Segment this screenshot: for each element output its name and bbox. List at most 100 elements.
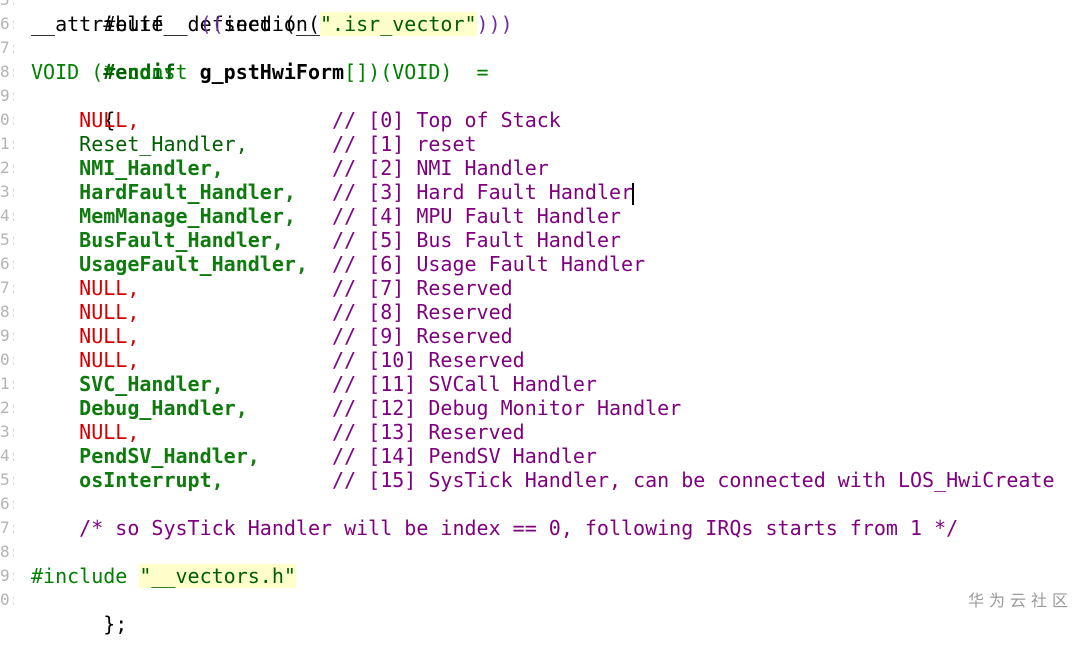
text-cursor [632, 182, 635, 205]
line-number: 7: [0, 38, 14, 57]
vector-entry: MemManage_Handler, // [4] MPU Fault Hand… [31, 204, 1085, 228]
line-number-gutter: 5: 6: 7: 8: 9: 0: 1: 2: 3: 4: 5: 6: 7: 8: 9: 0: 1: 2: 3: 4:… [0, 0, 14, 638]
vector-entry: UsageFault_Handler, // [6] Usage Fault H… [31, 252, 1085, 276]
line-number: 9: [0, 86, 14, 105]
vector-handler-name: NULL, [79, 420, 140, 444]
line-number: 7: [0, 278, 14, 297]
vector-entry: NULL, // [0] Top of Stack [31, 108, 1085, 132]
vector-comment: // [9] Reserved [332, 324, 513, 348]
line-number: 0: [0, 590, 14, 609]
line-number: 2: [0, 158, 14, 177]
vector-comment: // [3] Hard Fault Handler [332, 180, 634, 204]
vector-handler-name: NULL, [79, 348, 140, 372]
line-number: 4: [0, 206, 14, 225]
vector-comment: // [2] NMI Handler [332, 156, 549, 180]
line-number: 5: [0, 0, 14, 12]
vector-entry: NMI_Handler, // [2] NMI Handler [31, 156, 1085, 180]
vector-handler-name: NULL, [79, 108, 140, 132]
line-number: 6: [0, 254, 14, 273]
vector-handler-name: Reset_Handler, [79, 132, 248, 156]
line-number: 1: [0, 374, 14, 393]
attribute-keyword: __attribute__ [31, 12, 188, 36]
code-line-close-brace: }; [31, 588, 1085, 636]
code-line-include: #include "__vectors.h" [31, 564, 1085, 588]
line-number: 7: [0, 518, 14, 537]
line-number: 2: [0, 398, 14, 417]
vector-entry: Reset_Handler, // [1] reset [31, 132, 1085, 156]
code-line-open-brace: { [31, 84, 1085, 132]
code-line-block-comment: /* so SysTick Handler will be index == 0… [31, 516, 1085, 540]
vector-handler-name: UsageFault_Handler, [79, 252, 308, 276]
vector-comment: // [13] Reserved [332, 420, 525, 444]
vector-entry: osInterrupt, // [15] SysTick Handler, ca… [31, 468, 1085, 492]
code-area[interactable]: #elif defined (__GNUC__) __attribute__ (… [31, 0, 1085, 636]
decl-mid: (* const [79, 60, 200, 84]
line-number: 8: [0, 62, 14, 81]
decl-type: VOID [31, 60, 80, 84]
line-number: 9: [0, 326, 14, 345]
line-number: 0: [0, 350, 14, 369]
vector-handler-name: NULL, [79, 324, 140, 348]
vector-handler-name: NULL, [79, 276, 140, 300]
vector-entry: NULL, // [13] Reserved [31, 420, 1085, 444]
vector-entry: NULL, // [10] Reserved [31, 348, 1085, 372]
line-number: 9: [0, 566, 14, 585]
section-string: ".isr_vector" [320, 12, 477, 36]
vector-handler-name: NMI_Handler, [79, 156, 224, 180]
line-number: 5: [0, 230, 14, 249]
close-brace: }; [103, 612, 128, 636]
vector-handler-name: Debug_Handler, [79, 396, 248, 420]
vector-comment: // [1] reset [332, 132, 477, 156]
decl-tail: [])(VOID) = [344, 60, 489, 84]
vector-handler-name: BusFault_Handler, [79, 228, 284, 252]
vector-table-entries: NULL, // [0] Top of Stack Reset_Handler,… [31, 108, 1085, 492]
vector-entry: NULL, // [7] Reserved [31, 276, 1085, 300]
block-comment: /* so SysTick Handler will be index == 0… [79, 516, 959, 540]
vector-entry: HardFault_Handler, // [3] Hard Fault Han… [31, 180, 1085, 205]
vector-handler-name: osInterrupt, [79, 468, 224, 492]
line-number: 5: [0, 470, 14, 489]
vector-entry: Debug_Handler, // [12] Debug Monitor Han… [31, 396, 1085, 420]
vector-handler-name: MemManage_Handler, [79, 204, 296, 228]
vector-comment: // [0] Top of Stack [332, 108, 561, 132]
code-line-elif: #elif defined (__GNUC__) [31, 0, 1085, 36]
code-line-endif: #endif [31, 36, 1085, 84]
vector-handler-name: SVC_Handler, [79, 372, 224, 396]
watermark-logo-text: 华为云社区 [967, 591, 1073, 610]
vector-comment: // [6] Usage Fault Handler [332, 252, 646, 276]
vector-handler-name: NULL, [79, 300, 140, 324]
code-line-blank [31, 540, 1085, 564]
section-call: section( [223, 12, 320, 36]
vector-comment: // [15] SysTick Handler, can be connecte… [332, 468, 1055, 492]
vector-comment: // [4] MPU Fault Handler [332, 204, 622, 228]
vector-comment: // [11] SVCall Handler [332, 372, 597, 396]
vector-entry: NULL, // [8] Reserved [31, 300, 1085, 324]
code-line-attribute: __attribute__ ((section(".isr_vector"))) [31, 12, 1085, 36]
attribute-open-parens: (( [187, 12, 224, 36]
line-number: 4: [0, 446, 14, 465]
vector-entry: BusFault_Handler, // [5] Bus Fault Handl… [31, 228, 1085, 252]
code-line-blank [31, 492, 1085, 516]
vector-comment: // [5] Bus Fault Handler [332, 228, 622, 252]
code-editor[interactable]: 5: 6: 7: 8: 9: 0: 1: 2: 3: 4: 5: 6: 7: 8: 9: 0: 1: 2: 3: 4:… [0, 0, 1085, 638]
vector-entry: SVC_Handler, // [11] SVCall Handler [31, 372, 1085, 396]
include-keyword: #include [31, 564, 140, 588]
line-number: 3: [0, 182, 14, 201]
code-line-declaration: VOID (* const g_pstHwiForm[])(VOID) = [31, 60, 1085, 84]
vector-comment: // [8] Reserved [332, 300, 513, 324]
vector-comment: // [12] Debug Monitor Handler [332, 396, 682, 420]
vector-handler-name: HardFault_Handler, [79, 180, 296, 204]
open-brace: { [103, 108, 116, 132]
line-number: 0: [0, 110, 14, 129]
line-number: 1: [0, 134, 14, 153]
vector-entry: NULL, // [9] Reserved [31, 324, 1085, 348]
vector-handler-name: PendSV_Handler, [79, 444, 260, 468]
vector-comment: // [14] PendSV Handler [332, 444, 597, 468]
line-number: 8: [0, 542, 14, 561]
line-number: 6: [0, 14, 14, 33]
vector-comment: // [10] Reserved [332, 348, 525, 372]
attribute-close-parens: ))) [476, 12, 513, 36]
line-number: 3: [0, 422, 14, 441]
vector-entry: PendSV_Handler, // [14] PendSV Handler [31, 444, 1085, 468]
endif-directive: #endif [103, 60, 176, 84]
